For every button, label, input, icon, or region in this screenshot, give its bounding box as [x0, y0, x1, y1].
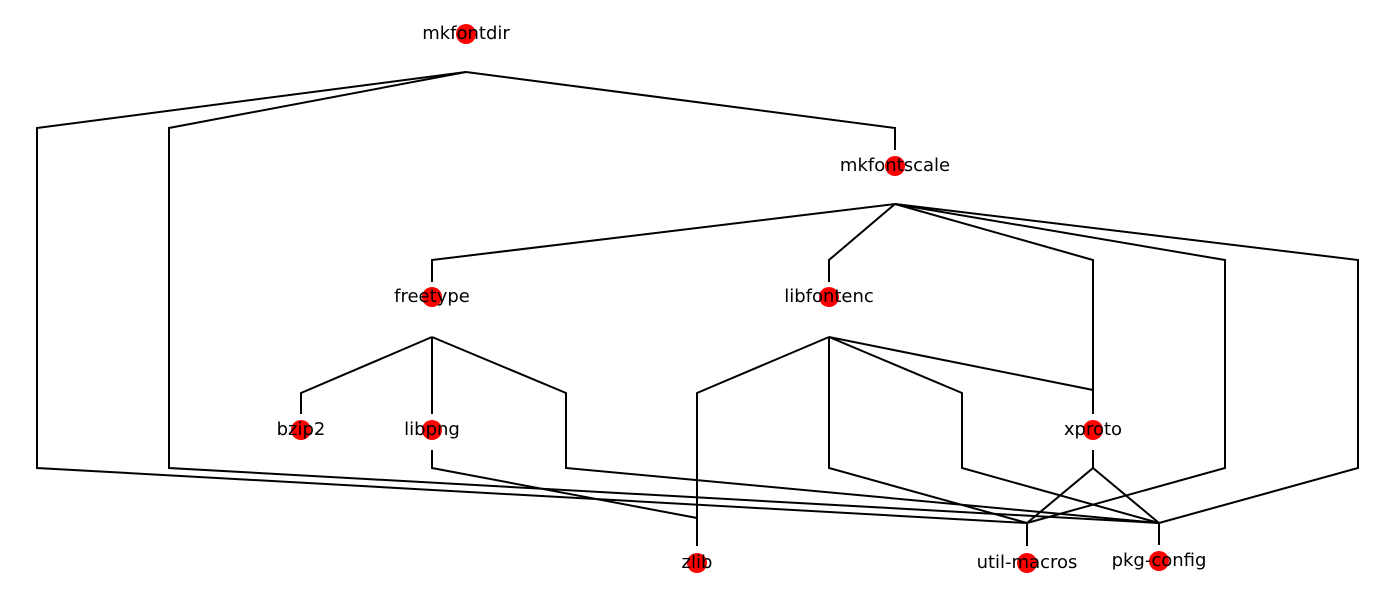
edge-mkfontscale-to-xproto	[894, 203, 1094, 414]
edge-mkfontscale-to-libfontenc	[828, 203, 896, 282]
edge-libfontenc-to-xproto	[828, 336, 1094, 414]
node-dot-xproto	[1083, 420, 1103, 440]
node-label-pkg-config: pkg-config	[1112, 550, 1207, 571]
node-dot-zlib	[687, 553, 707, 573]
node-label-libpng: libpng	[404, 419, 460, 440]
node-label-zlib: zlib	[682, 552, 713, 573]
edge-freetype-to-pkg-config	[431, 336, 1160, 524]
edge-mkfontscale-to-pkg-config	[894, 203, 1359, 524]
node-xproto: xproto	[1064, 419, 1122, 440]
edge-xproto-to-pkg-config	[1092, 450, 1160, 524]
node-dot-mkfontdir	[456, 24, 476, 44]
node-label-util-macros: util-macros	[977, 552, 1078, 573]
node-mkfontdir: mkfontdir	[422, 23, 510, 44]
node-libpng: libpng	[404, 419, 460, 440]
edge-mkfontdir-to-mkfontscale	[465, 71, 896, 150]
edge-freetype-to-bzip2	[300, 336, 433, 414]
edge-libfontenc-to-util-macros	[828, 337, 1028, 524]
node-layer: mkfontdir mkfontscale freetype libfontenc bz…	[277, 23, 1207, 573]
node-dot-freetype	[422, 287, 442, 307]
node-mkfontscale: mkfontscale	[840, 155, 950, 176]
node-label-mkfontdir: mkfontdir	[422, 23, 510, 44]
edge-layer	[36, 71, 1359, 546]
node-dot-mkfontscale	[885, 156, 905, 176]
node-freetype: freetype	[394, 286, 470, 307]
node-util-macros: util-macros	[977, 552, 1078, 573]
node-bzip2: bzip2	[277, 419, 326, 440]
node-label-xproto: xproto	[1064, 419, 1122, 440]
node-pkg-config: pkg-config	[1112, 550, 1207, 571]
node-label-freetype: freetype	[394, 286, 470, 307]
edge-mkfontdir-to-pkg-config	[168, 71, 1160, 545]
node-label-libfontenc: libfontenc	[784, 286, 874, 307]
edge-mkfontscale-to-freetype	[431, 203, 896, 282]
node-dot-libpng	[422, 420, 442, 440]
node-label-mkfontscale: mkfontscale	[840, 155, 950, 176]
node-label-bzip2: bzip2	[277, 419, 326, 440]
node-dot-util-macros	[1017, 553, 1037, 573]
edge-libfontenc-to-zlib	[696, 336, 830, 546]
node-dot-pkg-config	[1149, 551, 1169, 571]
node-libfontenc: libfontenc	[784, 286, 874, 307]
node-dot-bzip2	[291, 420, 311, 440]
node-zlib: zlib	[682, 552, 713, 573]
edge-mkfontdir-to-util-macros	[36, 71, 1028, 546]
node-dot-libfontenc	[819, 287, 839, 307]
edge-mkfontscale-to-util-macros	[894, 203, 1226, 524]
